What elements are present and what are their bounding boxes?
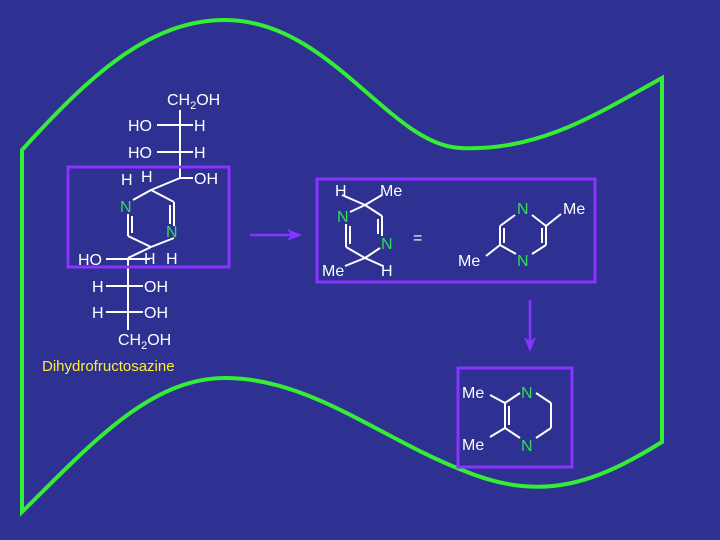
- label-h: H: [166, 251, 178, 268]
- label-h: H: [194, 118, 206, 135]
- label-ho: HO: [78, 252, 102, 269]
- wavy-outline: [20, 17, 664, 517]
- bond: [344, 257, 366, 267]
- label-nitrogen: N: [120, 199, 132, 216]
- ring-bond: [504, 392, 521, 404]
- molecule-dihydrofructosazine: CH2OH HO H HO H H H OH N N HO H H H OH H…: [42, 92, 220, 375]
- arrow-right: [250, 229, 302, 241]
- label-ho: HO: [128, 118, 152, 135]
- ring-bond: [150, 189, 175, 203]
- label-ho: HO: [128, 145, 152, 162]
- label-h: H: [335, 183, 347, 200]
- ring-bond: [150, 237, 175, 248]
- ring-bond: [132, 189, 152, 201]
- ring-bond: [535, 427, 552, 439]
- bond: [364, 194, 383, 206]
- label-h: H: [141, 169, 153, 186]
- label-me: Me: [563, 201, 585, 218]
- label-nitrogen: N: [337, 209, 349, 226]
- ring-bond: [150, 177, 181, 191]
- arrow-down: [524, 300, 536, 352]
- label-nitrogen: N: [521, 438, 533, 455]
- ring-bond: [535, 392, 552, 404]
- label-oh: OH: [144, 279, 168, 296]
- label-me: Me: [462, 437, 484, 454]
- bond: [364, 257, 384, 267]
- label-h: H: [194, 145, 206, 162]
- ring-bond: [531, 214, 547, 227]
- bond: [127, 246, 152, 259]
- label-nitrogen: N: [521, 385, 533, 402]
- ring-bond: [364, 204, 383, 217]
- label-oh: OH: [194, 171, 218, 188]
- label-h: H: [381, 263, 393, 280]
- label-ch2oh-bottom: CH2OH: [118, 332, 171, 352]
- label-nitrogen: N: [166, 224, 178, 241]
- compound-caption: Dihydrofructosazine: [42, 358, 175, 375]
- ring-bond: [349, 204, 366, 213]
- label-nitrogen: N: [517, 201, 529, 218]
- ring-bond: [127, 235, 152, 248]
- ring-bond: [499, 244, 517, 255]
- ring-bond: [345, 246, 366, 259]
- equals-sign: =: [413, 230, 422, 247]
- bond: [545, 213, 562, 227]
- bond: [489, 427, 506, 438]
- bond: [485, 244, 501, 257]
- ring-bond: [504, 427, 521, 439]
- molecule-dihydro-dimethylpyrazine: H Me N N Me H: [322, 183, 402, 280]
- label-h: H: [144, 251, 156, 268]
- label-h: H: [92, 305, 104, 322]
- ring-bond: [364, 247, 381, 259]
- product-box-dihydropyrazine: [315, 177, 597, 284]
- highlight-box-ring: [66, 165, 231, 269]
- label-h: H: [92, 279, 104, 296]
- bond: [341, 194, 366, 206]
- label-ch2oh-top: CH2OH: [167, 92, 220, 112]
- label-me: Me: [458, 253, 480, 270]
- ring-bond: [499, 214, 516, 227]
- label-me: Me: [380, 183, 402, 200]
- molecule-dimethylpyrazine-tautomer: N N Me Me: [458, 201, 585, 270]
- label-nitrogen: N: [381, 236, 393, 253]
- label-oh: OH: [144, 305, 168, 322]
- ring-bond: [531, 244, 547, 255]
- product-box-dimethylpyrazine: [456, 366, 574, 469]
- molecule-dimethylpyrazine: Me Me N N: [462, 385, 552, 455]
- bond: [489, 394, 506, 404]
- label-me: Me: [462, 385, 484, 402]
- label-me: Me: [322, 263, 344, 280]
- label-h: H: [121, 172, 133, 189]
- label-nitrogen: N: [517, 253, 529, 270]
